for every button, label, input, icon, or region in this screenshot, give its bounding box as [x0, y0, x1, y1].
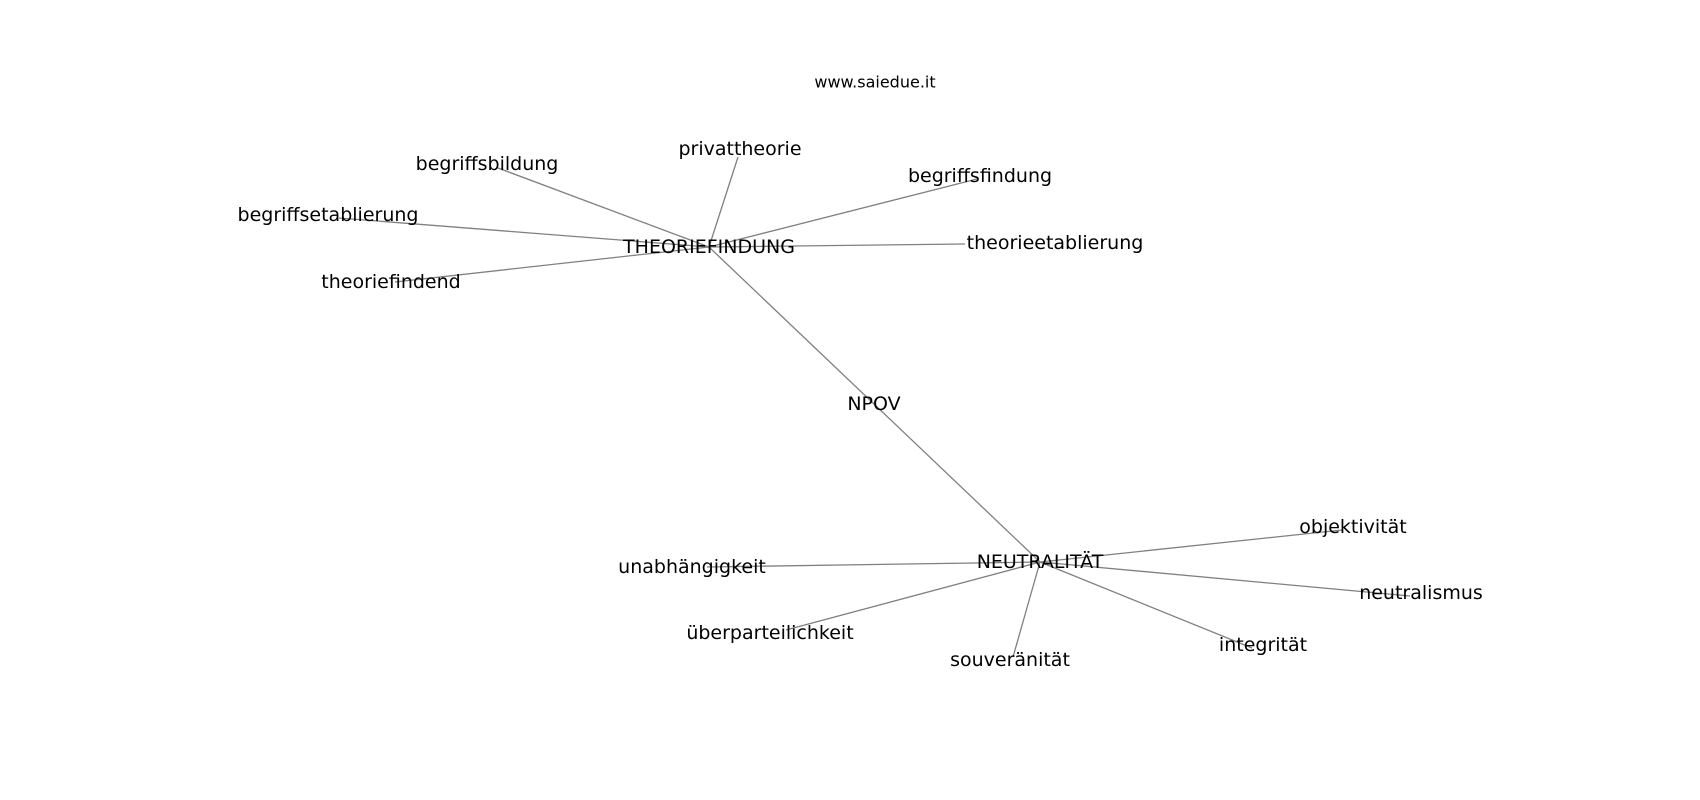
edge-theoriefindung-begriffsetablierung [338, 217, 710, 248]
edge-theoriefindung-begriffsbildung [497, 167, 710, 248]
edge-theoriefindung-begriffsfindung [708, 178, 978, 248]
node-theorieetablierung: theorieetablierung [967, 232, 1144, 254]
node-souveraenitaet: souveränität [950, 649, 1070, 671]
node-begriffsbildung: begriffsbildung [416, 153, 559, 175]
node-integritaet: integrität [1219, 634, 1307, 656]
edge-neutralitaet-souveraenitaet [1012, 561, 1041, 658]
node-label-layer: NPOV THEORIEFINDUNG NEUTRALITÄT privattheor… [238, 138, 1483, 671]
edge-theoriefindung-theoriefindend [394, 246, 710, 283]
watermark-text: www.saiedue.it [814, 73, 935, 92]
node-neutralitaet: NEUTRALITÄT [977, 550, 1104, 573]
node-ueberparteilichkeit: überparteilichkeit [686, 622, 853, 644]
node-unabhaengigkeit: unabhängigkeit [618, 556, 766, 578]
edge-theoriefindung-npov [708, 246, 875, 405]
node-begriffsetablierung: begriffsetablierung [238, 204, 419, 226]
edge-neutralitaet-unabhaengigkeit [706, 561, 1041, 568]
node-privattheorie: privattheorie [678, 138, 801, 160]
node-objektivitaet: objektivität [1299, 516, 1406, 538]
node-npov: NPOV [847, 393, 900, 415]
node-theoriefindung: THEORIEFINDUNG [622, 236, 795, 258]
edge-neutralitaet-integritaet [1039, 561, 1253, 649]
edge-theoriefindung-privattheorie [708, 156, 739, 248]
edge-theoriefindung-theorieetablierung [708, 243, 966, 248]
node-neutralismus: neutralismus [1359, 582, 1483, 604]
edge-npov-neutralitaet [873, 403, 1041, 563]
node-begriffsfindung: begriffsfindung [908, 165, 1052, 187]
edge-layer [338, 156, 1411, 658]
edge-neutralitaet-neutralismus [1039, 561, 1411, 597]
edge-neutralitaet-ueberparteilichkeit [785, 561, 1041, 631]
edge-neutralitaet-objektivitaet [1039, 529, 1343, 563]
node-theoriefindend: theoriefindend [321, 271, 460, 293]
